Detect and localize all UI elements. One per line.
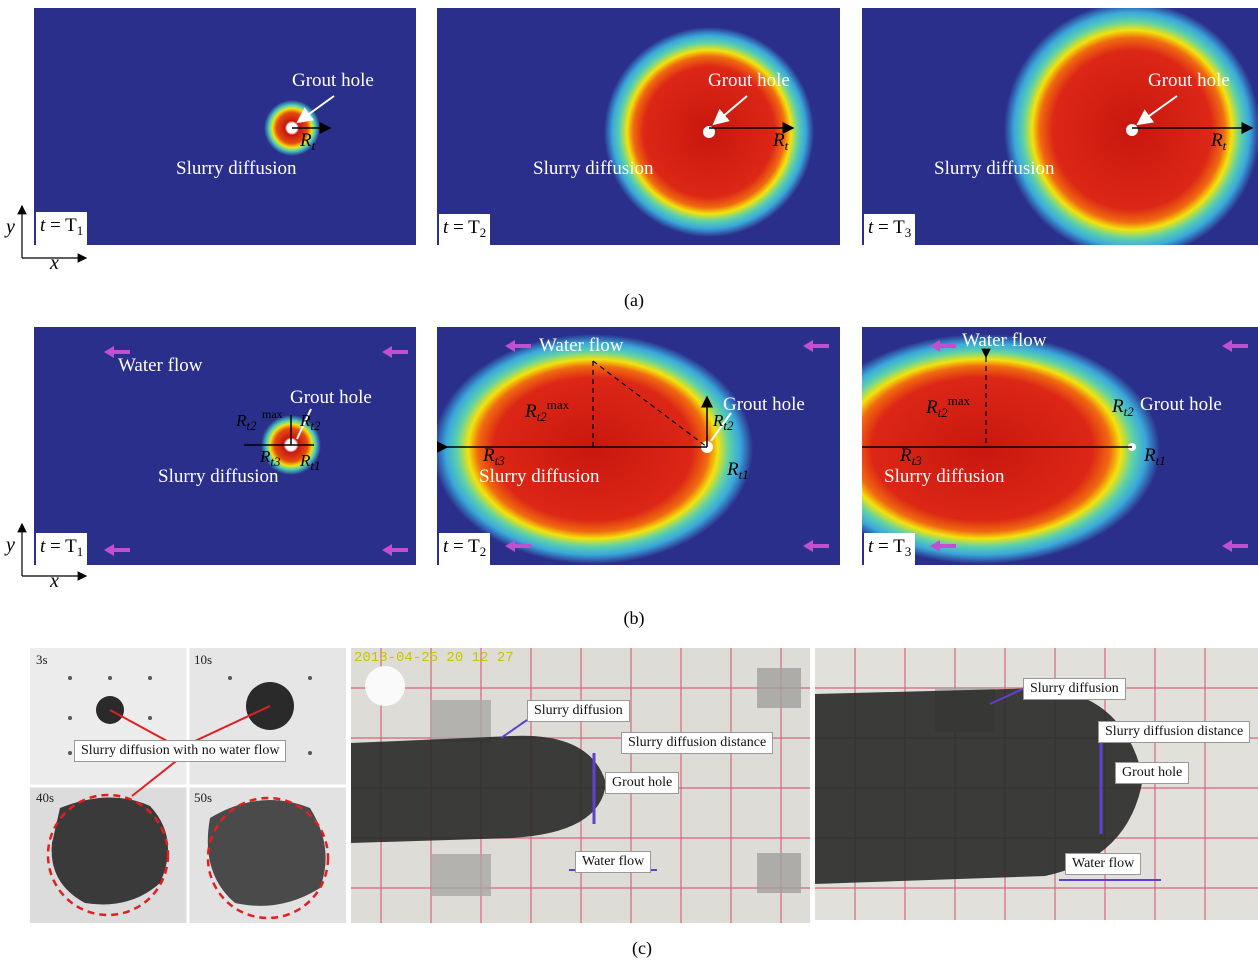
radius-t2-label: Rt2 [1112, 396, 1134, 419]
panel-b2: Water flow Grout hole Slurry diffusion R… [437, 327, 840, 565]
radius-t1-label: Rt1 [300, 451, 321, 473]
time-label: t = T3 [864, 214, 916, 245]
x-axis-label: x [50, 570, 59, 592]
grout-hole-label: Grout hole [290, 387, 372, 408]
photo-flow-2: Slurry diffusion Slurry diffusion distan… [815, 648, 1258, 920]
caption-a: (a) [624, 290, 644, 310]
time-label: t = T2 [439, 214, 491, 245]
panel-a3: Grout hole Rt Slurry diffusion t = T3 [862, 8, 1258, 245]
time-40s: 40s [36, 790, 55, 805]
caption-c: (c) [632, 938, 652, 958]
time-50s: 50s [194, 790, 213, 805]
slurry-diffusion-distance-label: Slurry diffusion distance [621, 732, 774, 754]
radius-t2-label: Rt2 [300, 411, 321, 433]
diffusion-spot [862, 334, 1160, 564]
panel-b3: Water flow Grout hole Slurry diffusion R… [862, 327, 1258, 565]
radius-max-label: Rt2max [926, 393, 971, 420]
panel-a2: Grout hole Rt Slurry diffusion t = T2 [437, 8, 840, 245]
caption-b: (b) [623, 608, 645, 628]
slurry-blob [815, 688, 1143, 884]
grout-hole-label: Grout hole [708, 70, 790, 91]
slurry-blob [207, 800, 326, 906]
slurry-diffusion-label: Slurry diffusion [884, 466, 1005, 487]
photo-flow-1: 2013-04-25 20 12 27 Slurry diffusion Slu… [351, 648, 810, 923]
panel-a1: Grout hole Rt Slurry diffusion t = T1 [34, 8, 416, 245]
water-flow-label: Water flow [1065, 853, 1142, 875]
axes-icon-a [17, 204, 88, 263]
radius-t2-label: Rt2 [713, 411, 734, 433]
slurry-diffusion-label: Slurry diffusion [934, 158, 1055, 179]
water-flow-label: Water flow [575, 851, 652, 873]
y-axis-label: y [6, 534, 15, 556]
slurry-diffusion-label: Slurry diffusion [1023, 678, 1126, 700]
time-label: t = T3 [864, 533, 916, 565]
slurry-diffusion-label: Slurry diffusion [176, 158, 297, 179]
radius-label: Rt [300, 130, 316, 153]
time-label: t = T1 [36, 533, 88, 565]
max-label: max [262, 407, 283, 421]
radius-t3-label: Rt3 [260, 447, 281, 469]
no-flow-label: Slurry diffusion with no water flow [74, 740, 287, 762]
grout-hole-label: Grout hole [1115, 762, 1190, 784]
x-axis-label: x [50, 252, 59, 274]
time-10s: 10s [194, 652, 213, 667]
slurry-diffusion-distance-label: Slurry diffusion distance [1098, 721, 1251, 743]
radius-t3-label: Rt3 [483, 445, 505, 468]
radius-label: Rt [1211, 130, 1227, 153]
water-flow-label: Water flow [539, 335, 624, 356]
radius-max-label: Rt2max [525, 397, 570, 424]
grout-hole-label: Grout hole [605, 772, 680, 794]
grout-hole-label: Grout hole [1140, 394, 1222, 415]
grout-hole-label: Grout hole [292, 70, 374, 91]
radius-t1-label: Rt1 [1144, 445, 1166, 468]
radius-t1-label: Rt1 [727, 459, 749, 482]
radius-max-label: Rt2 [236, 411, 257, 433]
axes-icon-b [17, 522, 88, 581]
slurry-blob [351, 735, 606, 843]
slurry-blob [51, 797, 168, 905]
slurry-diffusion-label: Slurry diffusion [533, 158, 654, 179]
diffusion-spot [437, 334, 753, 564]
radius-t3-label: Rt3 [900, 445, 922, 468]
photo-no-flow: 3s 10s 40s 50s Slurry diffusion with no … [30, 648, 346, 923]
water-flow-arrows [505, 340, 829, 552]
timestamp: 2013-04-25 20 12 27 [354, 650, 514, 666]
slurry-diffusion-label: Slurry diffusion [158, 466, 279, 487]
panel-b1: Water flow Grout hole Slurry diffusion R… [34, 327, 416, 565]
slurry-diffusion-label: Slurry diffusion [479, 466, 600, 487]
radius-label: Rt [773, 130, 789, 153]
time-3s: 3s [36, 652, 48, 667]
water-flow-arrows [104, 346, 408, 556]
water-flow-arrows [930, 340, 1248, 552]
y-axis-label: y [6, 216, 15, 238]
time-label: t = T1 [36, 212, 88, 245]
time-label: t = T2 [439, 533, 491, 565]
grout-hole-label: Grout hole [1148, 70, 1230, 91]
grout-hole-label: Grout hole [723, 394, 805, 415]
water-flow-label: Water flow [118, 355, 203, 376]
water-flow-label: Water flow [962, 330, 1047, 351]
slurry-diffusion-label: Slurry diffusion [527, 700, 630, 722]
